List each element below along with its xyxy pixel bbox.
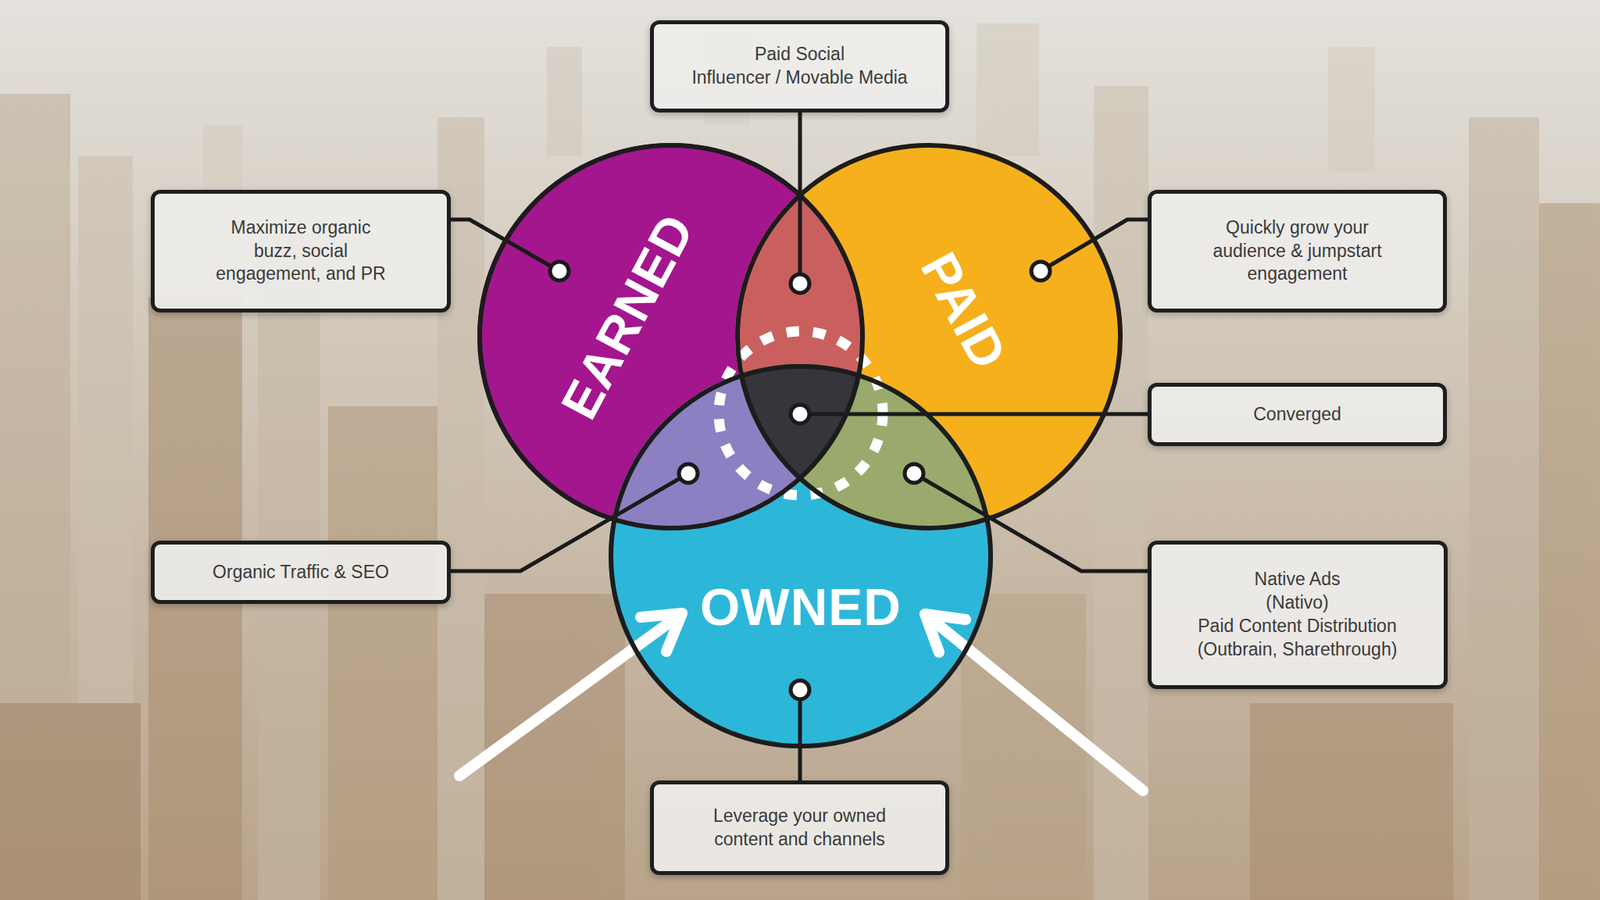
callout-text: Paid Social [754, 42, 845, 67]
leader-line [450, 112, 1148, 781]
callout-text: Maximize organic buzz, social engagement… [209, 216, 393, 287]
circle-outline [479, 145, 863, 529]
circle-label: EARNED [552, 206, 703, 427]
callout-text: Native Ads (Nativo) [1235, 567, 1361, 615]
leader-dot [678, 464, 698, 483]
city-block [1328, 46, 1375, 172]
venn-circle: OWNED [608, 364, 993, 749]
circle-outline [737, 145, 1121, 529]
venn-fill [608, 364, 993, 749]
circle-outline [610, 366, 991, 747]
venn-fill [608, 364, 993, 749]
city-block [0, 703, 141, 900]
circle-label: OWNED [700, 581, 902, 633]
city-block [546, 46, 583, 157]
callout-box: Native Ads (Nativo)Paid Content Distribu… [1147, 540, 1448, 690]
leader-dot [790, 680, 810, 700]
leader-dot [790, 274, 810, 293]
leader-line [1040, 219, 1148, 272]
city-block [0, 23, 1600, 900]
callout-box: Quickly grow your audience & jumpstart e… [1147, 189, 1447, 313]
callout-text: Organic Traffic & SEO [212, 560, 390, 585]
leader-dot [790, 404, 810, 424]
venn-fill [608, 364, 993, 749]
white-arrow [640, 613, 683, 652]
callout-text: Converged [1253, 403, 1342, 427]
city-block [960, 593, 1086, 900]
circle-outline [477, 142, 865, 531]
callout-box: Maximize organic buzz, social engagement… [150, 189, 451, 313]
callout-box: Organic Traffic & SEO [150, 540, 451, 604]
city-block [976, 23, 1040, 157]
leader-dot [904, 464, 924, 483]
leader-line [798, 689, 803, 781]
leader-line [450, 473, 689, 572]
venn-fill [608, 364, 993, 749]
leader-line [800, 412, 1148, 417]
white-arrow [459, 613, 683, 776]
city-block [328, 406, 438, 900]
white-arrow [925, 614, 966, 653]
white-arrow [459, 613, 1143, 791]
venn-circle: PAID [735, 142, 1123, 531]
white-arrow [925, 614, 1143, 791]
venn-circle: EARNED [477, 142, 865, 531]
circle-outline [608, 364, 993, 749]
circle-outline [735, 142, 1123, 531]
callout-text: Paid Content Distribution (Outbrain, Sha… [1168, 614, 1427, 662]
venn-fill [608, 364, 993, 749]
circle-label: PAID [912, 244, 1016, 377]
callout-text: Influencer / Movable Media [691, 66, 908, 90]
callout-text: Leverage your owned content and channels [698, 804, 902, 852]
callout-box: Converged [1147, 382, 1447, 447]
leader-dot [550, 261, 569, 281]
callout-box: Paid SocialInfluencer / Movable Media [650, 20, 950, 113]
city-block [1539, 203, 1600, 900]
callout-text: Quickly grow your audience & jumpstart e… [1201, 216, 1393, 287]
city-block [1250, 703, 1454, 900]
leader-dot [1031, 261, 1050, 281]
callout-box: Leverage your owned content and channels [650, 780, 950, 875]
leader-line [914, 473, 1148, 572]
city-block [1468, 117, 1540, 900]
